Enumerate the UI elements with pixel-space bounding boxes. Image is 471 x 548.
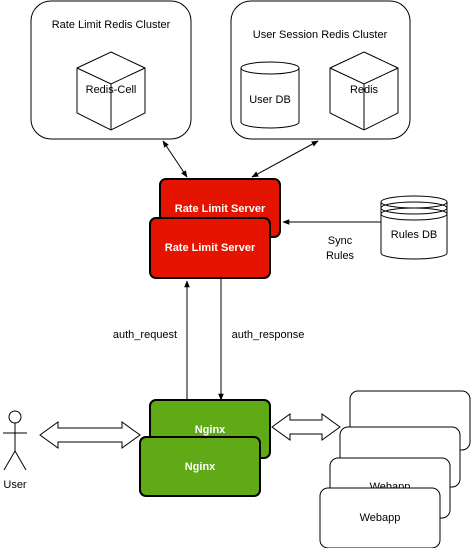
user-db-label: User DB (249, 94, 291, 106)
user-nginx-double-arrow (39, 421, 141, 449)
redis-label: Redis (350, 84, 379, 96)
rate-limit-server-front (149, 217, 271, 279)
nginx-back-label: Nginx (195, 424, 226, 436)
sync-rules-label-line1: Sync (328, 235, 353, 247)
user-db-cylinder-icon (240, 61, 300, 129)
user-label: User (3, 479, 27, 491)
rules-db-label: Rules DB (391, 229, 437, 241)
nginx-front (139, 436, 261, 497)
auth-response-label: auth_response (232, 329, 305, 341)
redis-cell-link-arrow (162, 140, 188, 178)
rate-limit-server-front-label: Rate Limit Server (165, 242, 256, 254)
nginx-front-label: Nginx (185, 461, 216, 473)
webapp-card-1 (319, 487, 441, 548)
user-session-link-arrow (251, 140, 319, 178)
rate-limit-server-back-label: Rate Limit Server (175, 203, 266, 215)
rate-limit-server-stack: Rate Limit Server Rate Limit Server (149, 178, 281, 279)
rules-db-cylinder-icon (380, 202, 448, 260)
rules-db: Rules DB (380, 195, 448, 260)
redis-cell-cube-icon (76, 51, 146, 131)
user-session-cluster-title: User Session Redis Cluster (253, 29, 388, 41)
rate-limit-cluster-title: Rate Limit Redis Cluster (52, 19, 171, 31)
webapp-stack: Webapp Webapp (319, 390, 471, 548)
redis-cell-label: Redis-Cell (86, 84, 137, 96)
nginx-stack: Nginx Nginx (139, 399, 271, 497)
sync-rules-label-line2: Rules (326, 250, 355, 262)
auth-request-label: auth_request (113, 329, 177, 341)
user-actor-icon (3, 410, 27, 471)
webapp-label-front: Webapp (360, 512, 401, 524)
user-session-redis-cluster: User Session Redis Cluster User DB Redis (230, 0, 411, 140)
redis-cube-icon (329, 51, 399, 131)
rate-limit-redis-cluster: Rate Limit Redis Cluster Redis-Cell (30, 0, 192, 140)
nginx-webapps-double-arrow (271, 413, 341, 441)
